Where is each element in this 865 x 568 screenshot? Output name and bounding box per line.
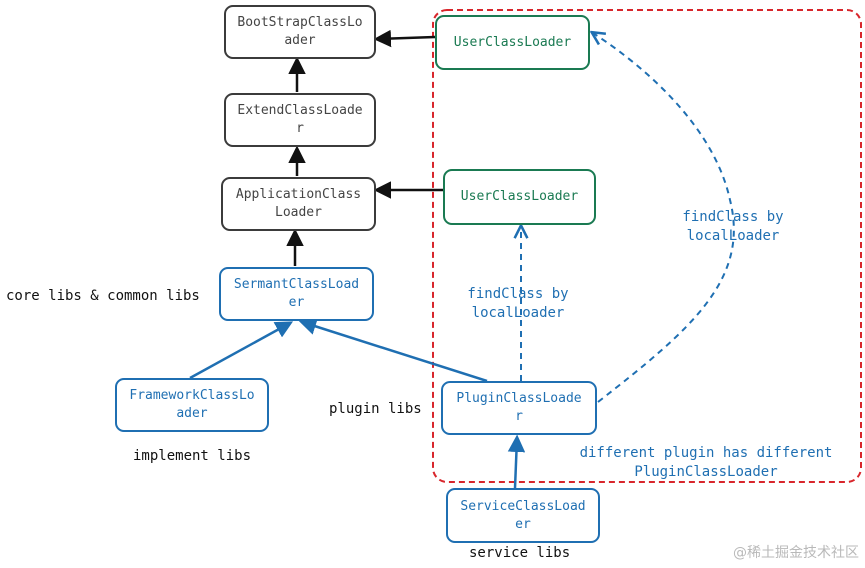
watermark-text: @稀土掘金技术社区 [733,545,859,561]
sermant-classloader-label: SermantClassLoad er [233,277,360,310]
plugin-group-boundary [432,9,862,483]
application-classloader-node: ApplicationClass Loader [221,177,376,231]
plugin-classloader-node: PluginClassLoade r [441,381,597,435]
user-classloader-mid-label: UserClassLoader [460,189,579,204]
application-classloader-label: ApplicationClass Loader [235,187,362,220]
sermant-classloader-node: SermantClassLoad er [219,267,374,321]
plugin-libs-label: plugin libs [329,401,422,417]
arrow-framework-to-sermant [189,321,294,380]
user-classloader-top-node: UserClassLoader [435,15,590,70]
service-libs-label: service libs [469,545,571,561]
framework-classloader-label: FrameworkClassLo ader [129,388,255,421]
arrow-service-to-plugin [507,434,526,489]
implement-libs-label: implement libs [133,448,252,464]
bootstrap-classloader-label: BootStrapClassLo ader [237,15,363,48]
user-classloader-top-label: UserClassLoader [453,34,572,50]
service-classloader-node: ServiceClassLoad er [446,488,600,543]
plugin-classloader-label: PluginClassLoade r [456,391,582,424]
service-classloader-label: ServiceClassLoad er [460,498,586,532]
arrow-plugin-to-sermant [298,317,488,383]
user-classloader-mid-node: UserClassLoader [443,169,596,225]
bootstrap-classloader-node: BootStrapClassLo ader [224,5,376,59]
findclass-mid-label: findClass by localLoader [467,286,569,321]
different-plugin-label: different plugin has different PluginCla… [579,445,833,480]
core-libs-label: core libs & common libs [6,288,200,304]
extend-classloader-node: ExtendClassLoade r [224,93,376,147]
extend-classloader-label: ExtendClassLoade r [237,103,363,136]
arrow-plugin-findclass-user-top [593,33,735,403]
arrow-user-top-to-bootstrap [373,29,436,48]
framework-classloader-node: FrameworkClassLo ader [115,378,269,432]
findclass-right-label: findClass by localLoader [682,209,784,244]
